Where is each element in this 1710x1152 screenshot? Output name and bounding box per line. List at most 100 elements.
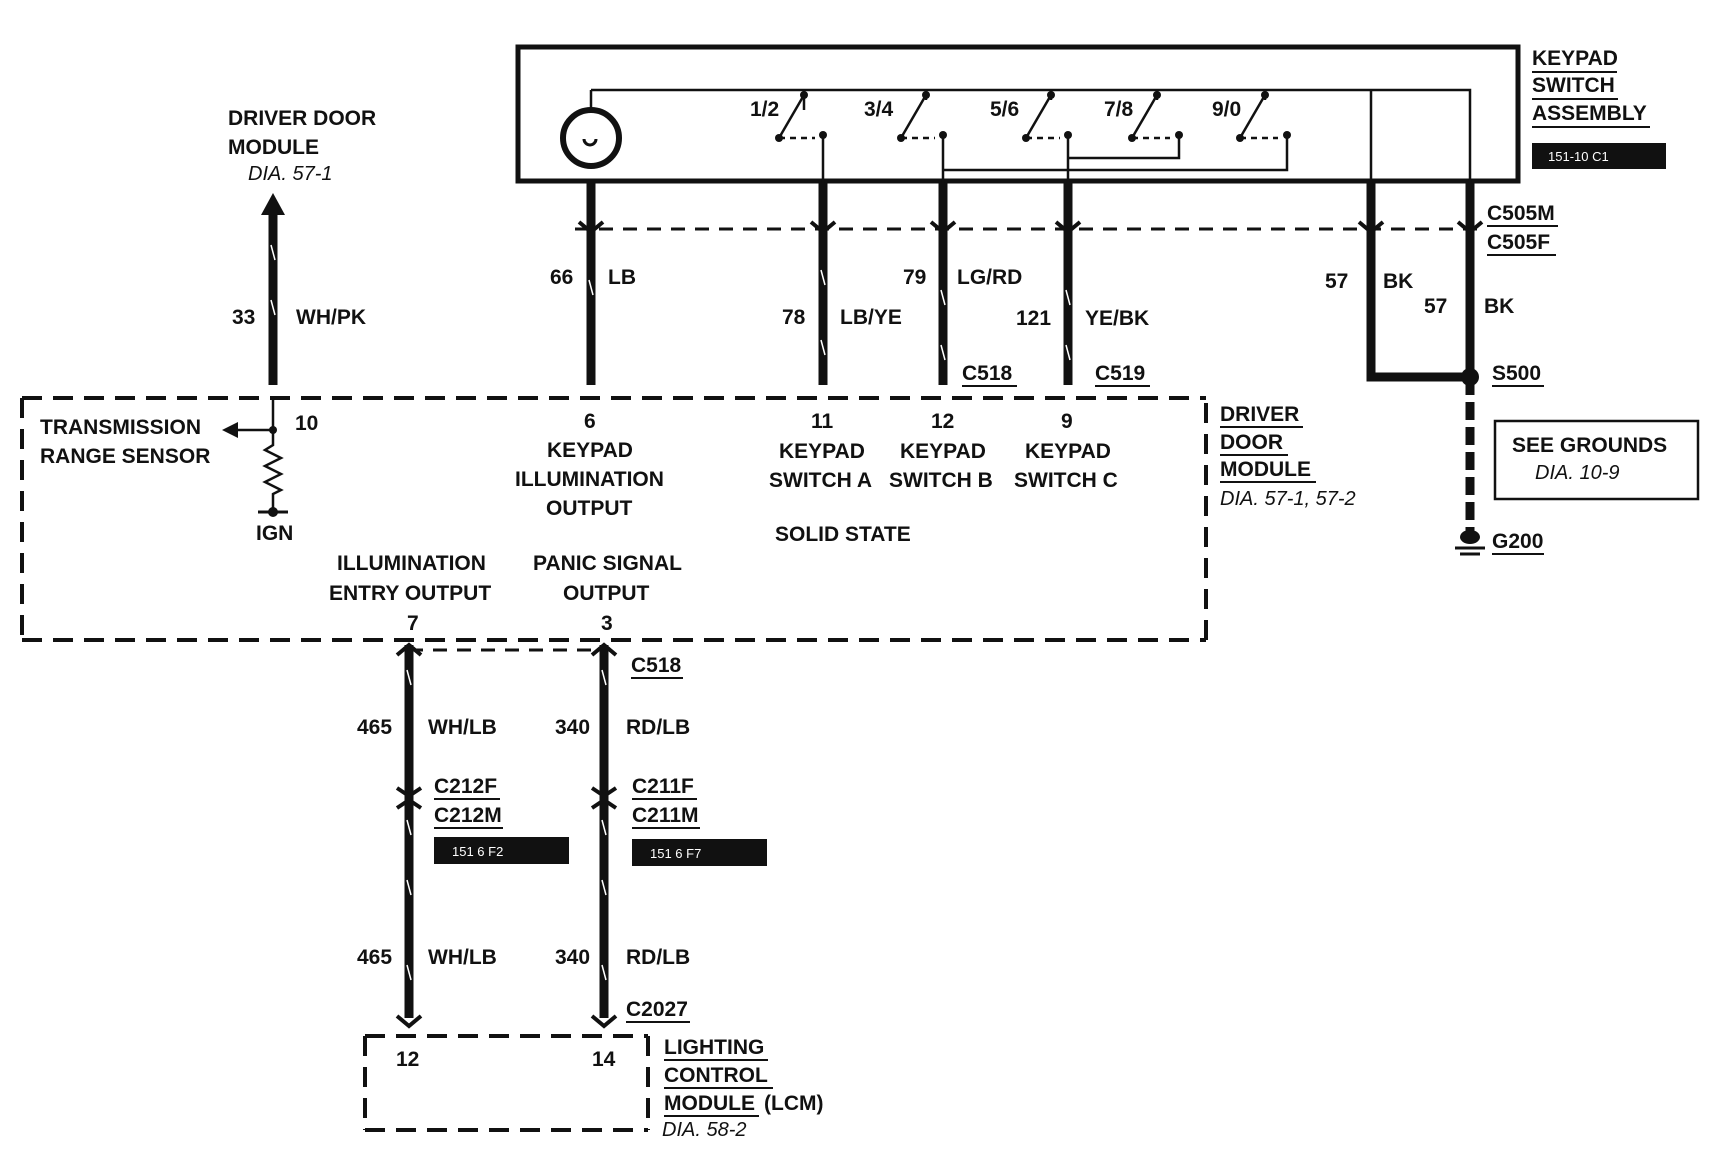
keypad-assembly-title-1: KEYPAD [1532, 47, 1618, 70]
ddm-title-3: MODULE [1220, 458, 1311, 481]
c211m-label: C211M [632, 804, 699, 827]
c518-top-label: C518 [962, 362, 1013, 385]
c211-tag [632, 839, 767, 866]
wire-340b-num: 340 [555, 946, 590, 969]
pin-3: 3 [601, 612, 613, 635]
wire-57-a [1366, 183, 1470, 382]
wire-79-num: 79 [903, 266, 926, 289]
ddm-ref-title-1: DRIVER DOOR [228, 107, 376, 130]
keypad-assembly-title-2: SWITCH [1532, 74, 1615, 97]
c212-tag [434, 837, 569, 864]
pin-6-l1: KEYPAD [547, 439, 633, 462]
c212-tag-text: 151 6 F2 [452, 844, 503, 859]
switch-label-9-0: 9/0 [1212, 98, 1241, 121]
pin-11: 11 [811, 410, 834, 433]
wire-465a-num: 465 [357, 716, 392, 739]
trs-label-2: RANGE SENSOR [40, 445, 210, 468]
c212f-label: C212F [434, 775, 497, 798]
pin-12: 12 [931, 410, 954, 433]
wire-33-color: WH/PK [296, 306, 366, 329]
lcm-title-3: MODULE [664, 1092, 755, 1115]
see-grounds-box [1493, 419, 1700, 501]
pin-9-l2: SWITCH C [1014, 469, 1118, 492]
c505-terminal-marks [577, 220, 1484, 235]
wire-121-color: YE/BK [1085, 307, 1149, 330]
pin-12-l2: SWITCH B [889, 469, 993, 492]
wire-465a-color: WH/LB [428, 716, 497, 739]
wire-57a-color: BK [1383, 270, 1413, 293]
switch-label-3-4: 3/4 [864, 98, 894, 121]
pin-3-l1: PANIC SIGNAL [533, 552, 682, 575]
wire-33-num: 33 [232, 306, 255, 329]
lcm-terminal-marks [395, 1014, 618, 1029]
wire-57a-num: 57 [1325, 270, 1348, 293]
keypad-switch-assembly-box [515, 44, 1521, 184]
keypad-lamp-icon [560, 107, 622, 169]
switch-label-7-8: 7/8 [1104, 98, 1134, 121]
wire-66-color: LB [608, 266, 636, 289]
keypad-connector-tag [1532, 143, 1666, 169]
wire-78-num: 78 [782, 306, 806, 329]
solid-state-label: SOLID STATE [775, 523, 911, 546]
wire-79 [938, 183, 948, 385]
c519-label: C519 [1095, 362, 1145, 385]
wire-465 [404, 645, 414, 1018]
keypad-assembly-title-3: ASSEMBLY [1532, 102, 1647, 125]
wire-78 [818, 183, 828, 385]
wire-78-color: LB/YE [840, 306, 902, 329]
wire-79-color: LG/RD [957, 266, 1022, 289]
pin-6-l3: OUTPUT [546, 497, 633, 520]
c211-tag-text: 151 6 F7 [650, 846, 701, 861]
g200-ground-icon [1455, 530, 1485, 556]
c505m-label: C505M [1487, 202, 1555, 225]
wire-340a-num: 340 [555, 716, 590, 739]
wire-57b-num: 57 [1424, 295, 1447, 318]
ddm-title-2: DOOR [1220, 431, 1283, 454]
lcm-pin-14: 14 [592, 1048, 616, 1071]
switch-label-1-2: 1/2 [750, 98, 779, 121]
wire-66 [586, 183, 596, 385]
c211f-label: C211F [632, 775, 694, 798]
see-grounds-ref: DIA. 10-9 [1535, 462, 1619, 484]
trs-internal-circuit [222, 398, 288, 517]
ddm-dia-ref: DIA. 57-1, 57-2 [1220, 488, 1356, 510]
wire-57b-color: BK [1484, 295, 1514, 318]
pin-12-l1: KEYPAD [900, 440, 986, 463]
wire-465b-color: WH/LB [428, 946, 497, 969]
wire-340a-color: RD/LB [626, 716, 690, 739]
wire-340 [599, 645, 609, 1018]
wire-66-num: 66 [550, 266, 573, 289]
lcm-suffix: (LCM) [764, 1092, 823, 1115]
c212m-label: C212M [434, 804, 502, 827]
ign-label: IGN [256, 522, 293, 545]
trs-label-1: TRANSMISSION [40, 416, 201, 439]
lcm-title-2: CONTROL [664, 1064, 768, 1087]
wire-121-num: 121 [1016, 307, 1051, 330]
c518-bottom-label: C518 [631, 654, 682, 677]
s500-splice-dot [1461, 368, 1479, 386]
lighting-control-module-box [363, 1034, 650, 1132]
driver-door-module-box [20, 396, 1208, 642]
lcm-dia-ref: DIA. 58-2 [662, 1119, 746, 1141]
wire-465b-num: 465 [357, 946, 392, 969]
pin-9: 9 [1061, 410, 1073, 433]
pin-6-l2: ILLUMINATION [515, 468, 664, 491]
pin-11-l2: SWITCH A [769, 469, 872, 492]
wire-33 [261, 193, 285, 385]
pin-9-l1: KEYPAD [1025, 440, 1111, 463]
ddm-ref-dia: DIA. 57-1 [248, 163, 332, 185]
lcm-pin-12: 12 [396, 1048, 419, 1071]
c505f-label: C505F [1487, 231, 1550, 254]
c2027-label: C2027 [626, 998, 688, 1021]
c518-bottom-terminal-marks [395, 642, 618, 657]
pin-6: 6 [584, 410, 596, 433]
switch-label-5-6: 5/6 [990, 98, 1019, 121]
keypad-connector-tag-text: 151-10 C1 [1548, 149, 1609, 164]
g200-label: G200 [1492, 530, 1543, 553]
keypad-common-bus [591, 88, 1472, 200]
pin-11-l1: KEYPAD [779, 440, 865, 463]
lcm-title-1: LIGHTING [664, 1036, 764, 1059]
pin-10: 10 [295, 412, 318, 435]
wire-340b-color: RD/LB [626, 946, 690, 969]
